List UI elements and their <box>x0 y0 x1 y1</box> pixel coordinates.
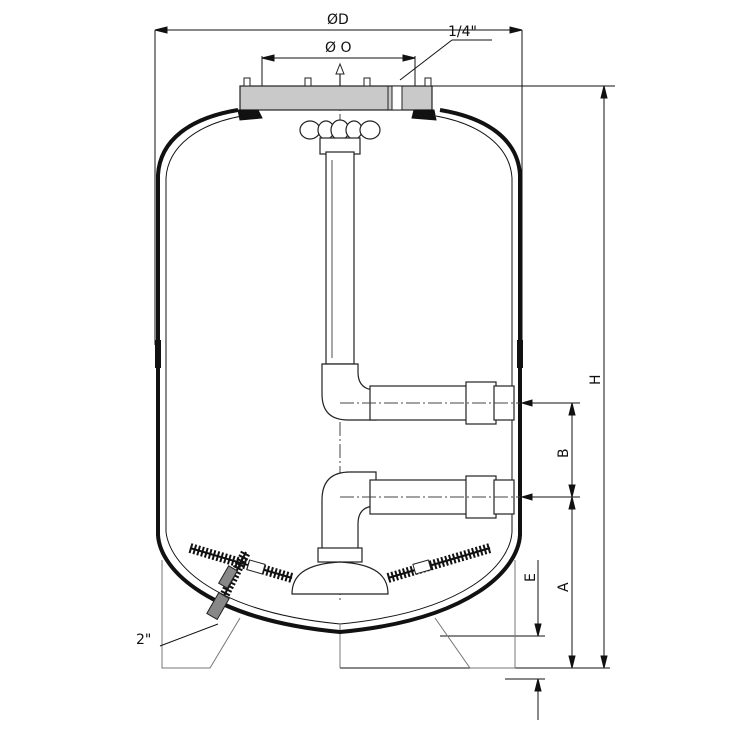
top-diffuser <box>299 119 381 155</box>
a-label: A <box>556 582 572 592</box>
vessel-shell <box>155 108 523 635</box>
top-cover-flange <box>237 62 437 121</box>
drain-label: 2" <box>136 632 151 648</box>
vent-label: 1/4" <box>448 24 477 40</box>
b-label: B <box>556 448 572 458</box>
bottom-collector <box>188 543 492 595</box>
lower-pipe <box>321 471 520 557</box>
dimension-opening: Ø O <box>261 40 416 86</box>
upper-pipe <box>321 151 520 425</box>
od-label: ØD <box>327 12 349 28</box>
leader-vent: 1/4" <box>399 24 492 81</box>
e-label: E <box>523 573 539 582</box>
opening-label: Ø O <box>325 40 352 56</box>
dimension-e: E <box>440 560 545 720</box>
h-label: H <box>588 374 604 385</box>
dimension-h: H <box>432 85 615 669</box>
drain-nozzle: 2" <box>136 549 251 648</box>
dimension-b: B <box>522 402 580 498</box>
